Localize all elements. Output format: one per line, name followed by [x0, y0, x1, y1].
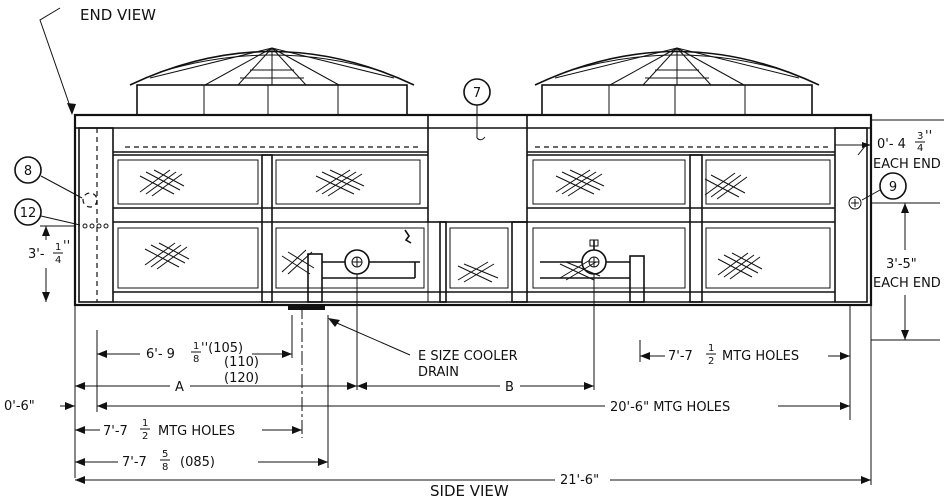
- svg-text:MTG HOLES: MTG HOLES: [722, 349, 799, 364]
- svg-text:0'-6": 0'-6": [4, 399, 35, 414]
- svg-text:'': '': [63, 239, 70, 254]
- svg-text:3'-5": 3'-5": [886, 257, 917, 272]
- svg-text:EACH END: EACH END: [873, 276, 941, 291]
- svg-text:8: 8: [24, 164, 32, 179]
- dim-21ft: 21'-6": [75, 473, 871, 488]
- dim-0-6: 0'-6": [4, 399, 107, 414]
- callout-8: 8: [14, 156, 98, 208]
- callout-12: 12: [14, 198, 109, 229]
- svg-text:7'-7: 7'-7: [668, 349, 693, 364]
- cooler-body: [73, 113, 873, 307]
- svg-text:20'-6" MTG HOLES: 20'-6" MTG HOLES: [610, 400, 730, 415]
- svg-text:1: 1: [193, 341, 199, 352]
- svg-text:(085): (085): [180, 455, 215, 470]
- svg-text:0'- 4: 0'- 4: [877, 137, 906, 152]
- svg-text:4: 4: [917, 143, 923, 154]
- svg-text:(120): (120): [224, 371, 259, 386]
- end-view-label: END VIEW: [80, 6, 156, 24]
- drain-leader: [328, 318, 411, 356]
- svg-text:8: 8: [162, 462, 168, 473]
- svg-text:MTG HOLES: MTG HOLES: [158, 424, 235, 439]
- svg-text:7'-7: 7'-7: [103, 424, 128, 439]
- side-view-label: SIDE VIEW: [430, 482, 509, 499]
- svg-text:1: 1: [55, 242, 61, 253]
- callout-9: 9: [848, 172, 907, 210]
- svg-text:7'-7: 7'-7: [122, 455, 147, 470]
- piping: [288, 229, 645, 310]
- svg-text:1: 1: [142, 418, 148, 429]
- callout-7: 7: [463, 78, 491, 141]
- svg-text:6'- 9: 6'- 9: [146, 347, 175, 362]
- svg-text:3'-: 3'-: [28, 247, 45, 262]
- fan-right: [534, 47, 820, 116]
- coil-hatch-marks: [139, 169, 763, 283]
- svg-text:4: 4: [55, 255, 61, 266]
- dim-085: 7'-7 5 8 (085): [75, 449, 328, 473]
- valve-right-icon: [581, 249, 607, 275]
- dim-end-top: 0'- 4 3 4 '' EACH END: [835, 119, 944, 172]
- dim-A: A: [75, 380, 357, 395]
- svg-text:(110): (110): [224, 355, 259, 370]
- extension-lines: [74, 274, 872, 485]
- svg-text:'': '': [925, 129, 932, 144]
- svg-text:2: 2: [708, 356, 714, 367]
- svg-text:9: 9: [889, 180, 897, 195]
- dim-mtg-right: 7'-7 1 2 MTG HOLES: [640, 343, 850, 367]
- dim-left-height: 3'- 1 4 '': [28, 225, 75, 302]
- svg-text:''(105): ''(105): [201, 341, 243, 356]
- end-view-leader: [39, 7, 76, 115]
- svg-text:7: 7: [473, 86, 481, 101]
- svg-text:B: B: [505, 380, 514, 395]
- svg-text:EACH END: EACH END: [873, 157, 941, 172]
- dim-B: B: [357, 380, 594, 395]
- drain-label-line1: E SIZE COOLER: [418, 349, 518, 364]
- dim-6ft: 6'- 9 1 8 ''(105) (110) (120): [97, 341, 292, 386]
- svg-text:1: 1: [708, 343, 714, 354]
- dim-right-height: 3'-5" EACH END: [871, 202, 941, 341]
- svg-text:2: 2: [142, 431, 148, 442]
- valve-left-icon: [344, 249, 370, 275]
- drain-label-line2: DRAIN: [418, 365, 459, 380]
- dim-20ft: 20'-6" MTG HOLES: [97, 400, 850, 415]
- svg-text:8: 8: [193, 354, 199, 365]
- dim-mtg-left: 7'-7 1 2 MTG HOLES: [75, 418, 302, 442]
- svg-text:21'-6": 21'-6": [560, 473, 599, 488]
- svg-text:A: A: [175, 380, 184, 395]
- svg-text:3: 3: [917, 131, 923, 142]
- svg-text:12: 12: [20, 206, 37, 221]
- svg-text:5: 5: [162, 449, 168, 460]
- fan-left: [129, 47, 415, 116]
